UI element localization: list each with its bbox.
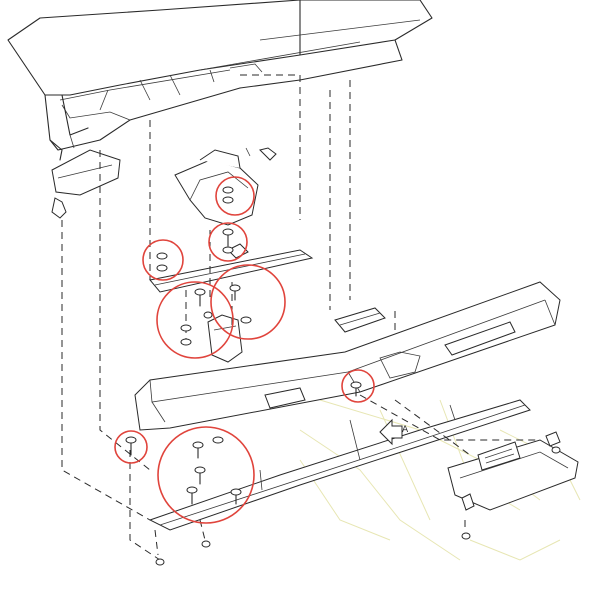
callout-circle-1 — [215, 176, 255, 216]
support-block — [207, 314, 243, 363]
callout-circle-6 — [341, 369, 375, 403]
bolt-lower-left — [125, 436, 137, 456]
upper-mounting-bracket — [174, 147, 277, 226]
bolt-upper-center — [222, 228, 234, 254]
license-plate-bracket — [447, 431, 579, 511]
arrow-label: A — [402, 425, 409, 435]
bolt-group-center — [180, 284, 252, 346]
callout-circle-5 — [210, 264, 286, 340]
vehicle-body — [7, 0, 433, 161]
nut-mid-right — [350, 381, 362, 397]
lower-valance — [148, 399, 531, 531]
callout-circle-2 — [208, 222, 248, 262]
fasteners — [125, 186, 561, 566]
callout-circle-7 — [114, 430, 148, 464]
bumper-face-bar — [134, 281, 561, 431]
callout-circles — [114, 176, 375, 524]
bolt-group-lower — [186, 436, 242, 505]
bolt-upper-right — [222, 186, 234, 204]
callout-circle-8 — [157, 426, 255, 524]
left-side-bracket — [51, 134, 121, 219]
direction-arrow: A — [379, 418, 409, 446]
lower-pin-fasteners — [155, 446, 561, 566]
nut-left — [156, 252, 168, 272]
callout-circle-3 — [142, 239, 184, 281]
callout-circle-4 — [156, 281, 234, 359]
